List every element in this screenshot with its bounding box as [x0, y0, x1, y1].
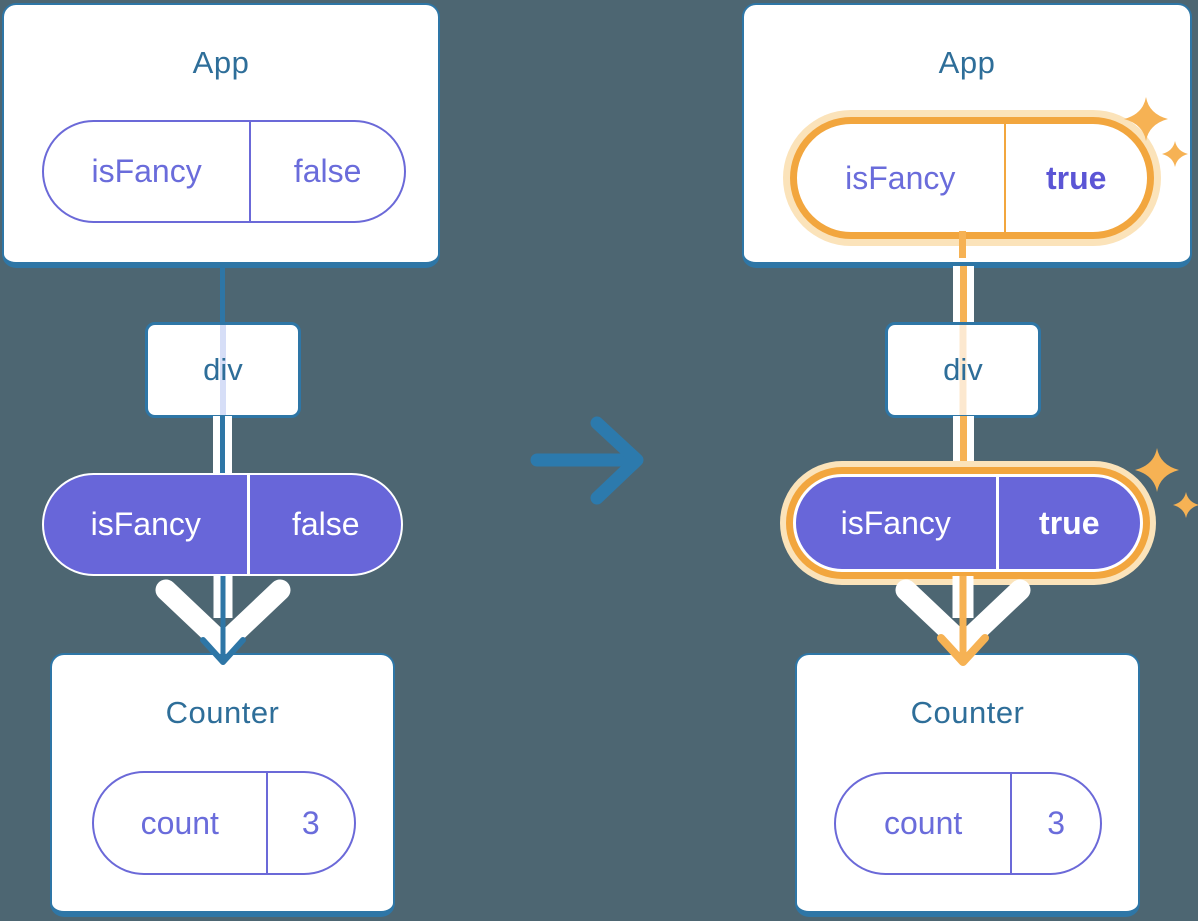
counter-title: Counter [165, 695, 280, 730]
counter-card: Counter count 3 [50, 653, 395, 917]
prop-value: true [1003, 124, 1148, 232]
tree-connector [220, 266, 225, 324]
transition-arrow-icon [530, 416, 644, 505]
prop-pass-line [959, 325, 967, 415]
prop-flow-band [953, 266, 974, 324]
counter-card: Counter count 3 [795, 653, 1140, 917]
prop-pass-line [220, 325, 226, 415]
app-prop-pill-highlighted: isFancy true [790, 117, 1154, 239]
state-value: 3 [1010, 774, 1100, 873]
prop-value: false [249, 122, 404, 221]
prop-name: isFancy [845, 159, 956, 196]
prop-flow-band [953, 416, 974, 470]
prop-name: isFancy [90, 506, 201, 542]
passed-prop-pill: isFancy false [42, 473, 403, 576]
prop-flow-band [213, 416, 232, 475]
app-card: App isFancy true [742, 3, 1192, 268]
counter-state-pill: count 3 [92, 771, 356, 875]
div-label: div [203, 352, 243, 387]
sparkle-icon [1135, 448, 1198, 518]
prop-value: true [995, 477, 1140, 569]
state-name: count [140, 804, 219, 841]
div-node: div [885, 322, 1041, 418]
prop-value: false [247, 475, 401, 574]
counter-title: Counter [910, 695, 1025, 730]
counter-state-pill: count 3 [834, 772, 1102, 875]
sparkle-icon [1124, 97, 1188, 167]
prop-name: isFancy [91, 153, 202, 189]
div-node: div [145, 322, 301, 418]
down-arrow-icon [155, 576, 291, 665]
state-name: count [883, 805, 963, 841]
passed-prop-pill-highlighted: isFancy true [793, 474, 1143, 572]
prop-name: isFancy [840, 504, 951, 541]
app-prop-pill: isFancy false [42, 120, 406, 223]
app-card: App isFancy false [2, 3, 440, 268]
app-title: App [192, 45, 250, 80]
down-arrow-icon [895, 576, 1031, 666]
app-title: App [938, 45, 996, 80]
prop-flow-line [959, 231, 966, 258]
state-value: 3 [265, 773, 354, 873]
div-label: div [943, 352, 983, 387]
